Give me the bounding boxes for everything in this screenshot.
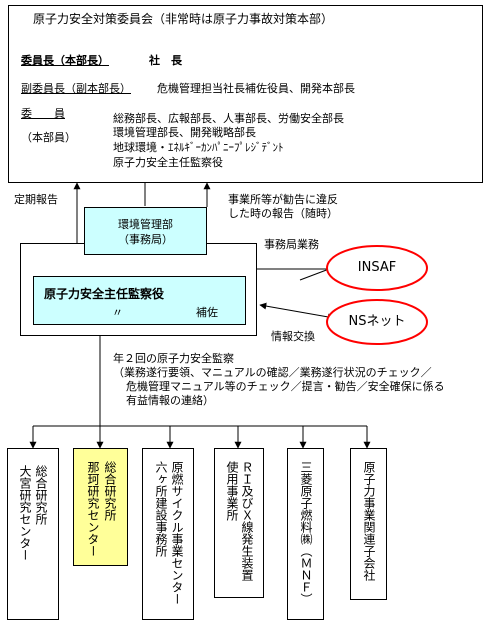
site-box-4: 三菱原子燃料㈱（ＭＮＦ） <box>287 448 324 620</box>
info-exchange-label: 情報交換 <box>271 330 315 343</box>
member-line-0: 総務部長、広報部長、人事部長、労働安全部長 <box>113 112 344 125</box>
inspector-title: 原子力安全主任監察役 <box>44 287 165 301</box>
site-box-2: 原燃サイクル事業センター 六ヶ所建設事務所 <box>142 448 194 620</box>
site-1-col1: 総合研究所 <box>103 461 117 521</box>
violation-report-label-2: した時の報告（随時） <box>228 207 338 220</box>
env-dept-line2: （事務局） <box>118 233 173 246</box>
site-4-col1: 三菱原子燃料㈱（ＭＮＦ） <box>299 461 313 605</box>
inspector-assist: 補佐 <box>196 306 218 319</box>
vice-chair-label: 副委員長（副本部長） <box>21 82 131 95</box>
site-3-col1: ＲＩ及びＸ線発生装置 <box>240 461 254 581</box>
env-dept-box: 環境管理部 （事務局） <box>84 207 207 255</box>
site-0-col2: 大宮研究センター <box>18 465 32 561</box>
site-box-3: ＲＩ及びＸ線発生装置 使用事業所 <box>214 448 264 598</box>
insaf-ellipse <box>326 245 428 291</box>
inspector-box: 原子力安全主任監察役 〃 補佐 <box>33 276 246 325</box>
vice-chair-value: 危機管理担当社長補佐役員、開発本部長 <box>157 82 355 95</box>
nsnet-ellipse <box>326 299 428 345</box>
site-2-col2: 六ヶ所建設事務所 <box>154 461 168 557</box>
secretariat-work-label: 事務局業務 <box>264 238 319 251</box>
site-box-5: 原子力事業関連子会社 <box>350 448 387 600</box>
site-box-1: 総合研究所 那珂研究センター <box>73 448 128 566</box>
member-line-2: 地球環境・ｴﾈﾙｷﾞｰｶﾝﾊﾟﾆｰﾌﾟﾚｼﾞﾃﾞﾝﾄ <box>113 141 284 154</box>
site-box-0: 総合研究所 大宮研究センター <box>7 448 59 620</box>
violation-report-label-1: 事業所等が勧告に違反 <box>228 193 338 206</box>
site-2-col1: 原燃サイクル事業センター <box>170 461 184 605</box>
audit-line-1: （業務遂行要領、マニュアルの確認／業務遂行状況のチェック／ <box>113 366 432 379</box>
members-label: 委 員 <box>21 107 65 120</box>
chair-value: 社 長 <box>149 54 182 67</box>
committee-title: 原子力安全対策委員会（非常時は原子力事故対策本部） <box>33 12 334 26</box>
committee-box: 原子力安全対策委員会（非常時は原子力事故対策本部） 委員長（本部長） 社 長 副… <box>8 5 483 183</box>
env-dept-line1: 環境管理部 <box>118 218 173 231</box>
periodic-report-label: 定期報告 <box>14 193 58 206</box>
audit-line-3: 有益情報の連絡） <box>126 394 214 407</box>
member-line-3: 原子力安全主任監察役 <box>113 156 223 169</box>
site-0-col1: 総合研究所 <box>34 465 48 525</box>
chair-label: 委員長（本部長） <box>21 54 109 67</box>
audit-line-2: 危機管理マニュアル等のチェック／提言・勧告／安全確保に係る <box>126 380 445 393</box>
nsnet-arrow <box>259 302 335 321</box>
site-1-col2: 那珂研究センター <box>86 461 100 557</box>
site-5-col1: 原子力事業関連子会社 <box>362 461 376 581</box>
members-sub-label: （本部員） <box>21 131 76 144</box>
nsnet-label: NSネット <box>348 314 406 329</box>
audit-title: 年２回の原子力安全監察 <box>113 352 234 365</box>
site-3-col2: 使用事業所 <box>225 461 239 521</box>
member-line-1: 環境管理部長、開発戦略部長 <box>113 126 256 139</box>
insaf-label: INSAF <box>357 260 397 275</box>
inspector-ditto: 〃 <box>112 306 123 319</box>
